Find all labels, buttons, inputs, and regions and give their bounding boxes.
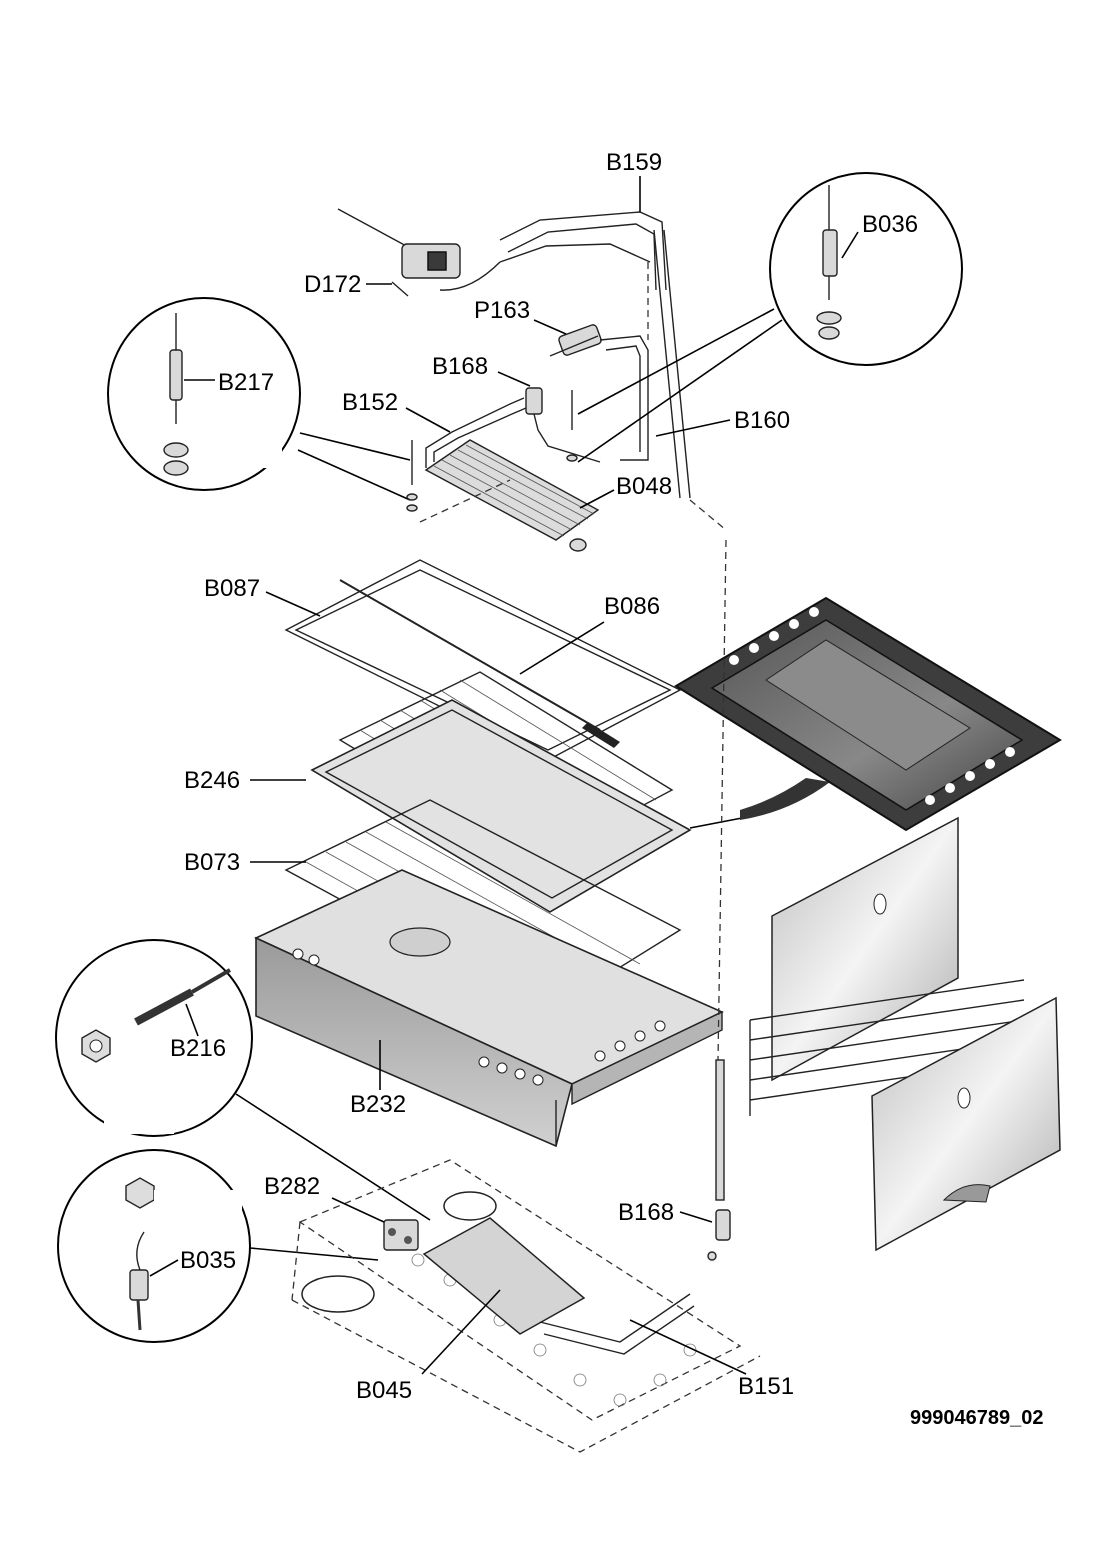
tap-p163 [549, 324, 649, 461]
pipe-b159 [499, 211, 691, 499]
label-b217: B217 [218, 369, 274, 396]
bottom-burner-b045 [301, 1191, 695, 1355]
label-b073: B073 [184, 849, 240, 876]
label-b216: B216 [170, 1035, 226, 1062]
label-b168-top: B168 [432, 353, 488, 380]
label-b151: B151 [738, 1373, 794, 1400]
detail-circle-b035 [57, 1149, 251, 1343]
label-b246: B246 [184, 767, 240, 794]
side-rails [749, 979, 1025, 1116]
label-b045: B045 [356, 1377, 412, 1404]
enamel-pan [674, 596, 1062, 832]
vertical-tube-b160 [715, 539, 727, 1201]
oven-bottom-b232 [254, 869, 724, 1148]
drip-tray [310, 699, 692, 913]
gas-valve-assembly [337, 208, 501, 297]
grill-burner [419, 397, 600, 552]
spit-b086 [339, 579, 620, 748]
label-b282: B282 [264, 1173, 320, 1200]
label-b036: B036 [862, 211, 918, 238]
drawing-number: 999046789_02 [910, 1407, 1043, 1429]
side-panel-upper [771, 816, 959, 1082]
label-b086: B086 [604, 593, 660, 620]
label-b159: B159 [606, 149, 662, 176]
detail-circle-b216 [55, 939, 253, 1137]
detail-circle-b036 [769, 172, 963, 366]
side-panel-lower [871, 996, 1061, 1252]
injector-b168-bottom [707, 1209, 731, 1261]
bottom-burner-outline [291, 1159, 761, 1453]
thermocouple-b217-small [406, 440, 418, 512]
label-d172: D172 [304, 271, 361, 298]
injector-b168-top [525, 387, 601, 463]
detail-circle-b217 [107, 297, 301, 491]
label-b160: B160 [734, 407, 790, 434]
label-b035: B035 [180, 1247, 236, 1274]
label-b087: B087 [204, 575, 260, 602]
label-p163: P163 [474, 297, 530, 324]
label-b152: B152 [342, 389, 398, 416]
label-b168-bottom: B168 [618, 1199, 674, 1226]
label-b232: B232 [350, 1091, 406, 1118]
electrode-b036-small [566, 390, 578, 462]
label-b048: B048 [616, 473, 672, 500]
ignition-block-b282 [383, 1219, 419, 1251]
